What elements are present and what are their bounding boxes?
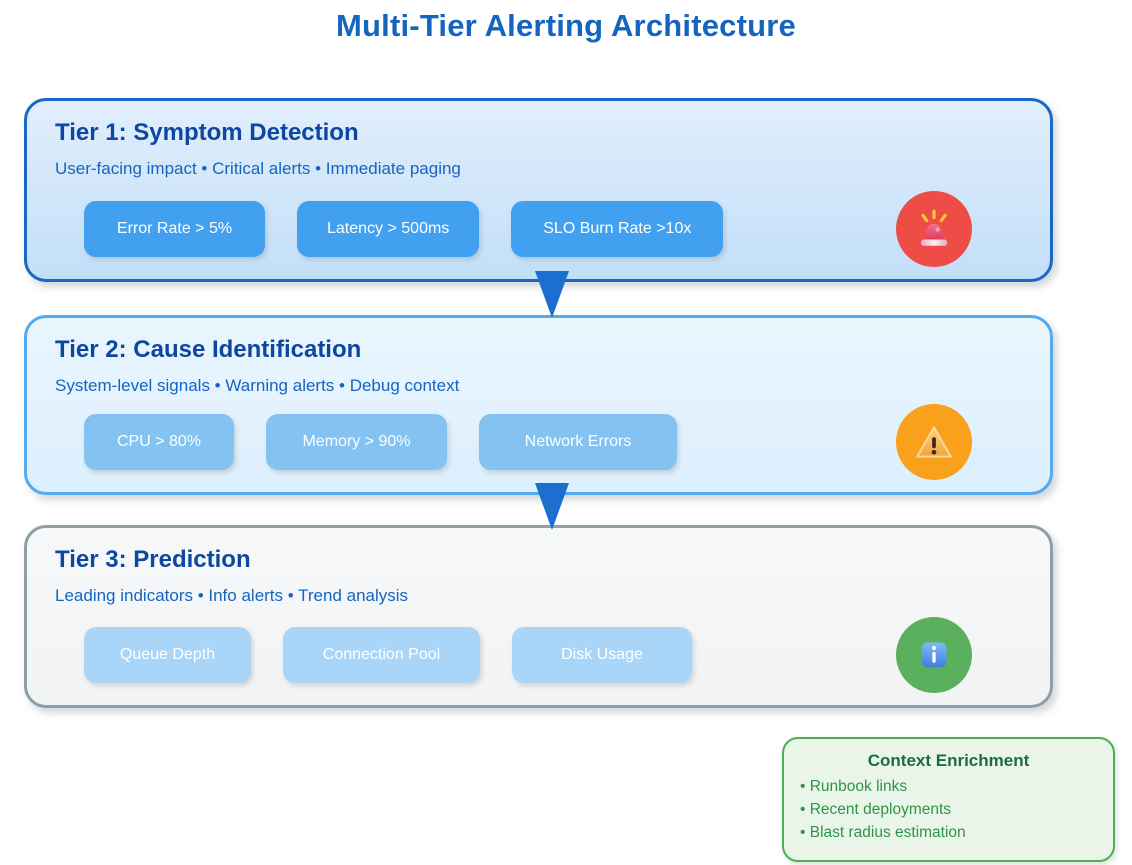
tier-2-box: Tier 2: Cause Identification System-leve… — [24, 315, 1053, 495]
tier-3-box: Tier 3: Prediction Leading indicators • … — [24, 525, 1053, 708]
tier-1-subtitle: User-facing impact • Critical alerts • I… — [55, 159, 461, 178]
down-arrow-icon — [535, 271, 569, 318]
tier-2-subtitle: System-level signals • Warning alerts • … — [55, 376, 460, 395]
tag-pill: Memory > 90% — [266, 414, 447, 470]
warning-icon — [896, 404, 972, 480]
down-arrow-icon — [535, 483, 569, 530]
tier-2-tags: CPU > 80% Memory > 90% Network Errors — [84, 414, 677, 470]
context-enrichment-list: • Runbook links • Recent deployments • B… — [784, 775, 1113, 844]
tier-3-heading: Tier 3: Prediction — [55, 546, 251, 573]
tier-1-heading: Tier 1: Symptom Detection — [55, 119, 359, 146]
context-enrichment-box: Context Enrichment • Runbook links • Rec… — [782, 737, 1115, 862]
tag-pill: Queue Depth — [84, 627, 251, 683]
context-enrichment-title: Context Enrichment — [867, 751, 1030, 770]
tag-pill: CPU > 80% — [84, 414, 234, 470]
tier-2-heading: Tier 2: Cause Identification — [55, 336, 362, 363]
tag-pill: Network Errors — [479, 414, 677, 470]
tag-pill: Disk Usage — [512, 627, 692, 683]
list-item: • Recent deployments — [800, 801, 952, 818]
tier-3-subtitle: Leading indicators • Info alerts • Trend… — [55, 586, 409, 605]
info-icon — [896, 617, 972, 693]
tier-1-tags: Error Rate > 5% Latency > 500ms SLO Burn… — [84, 201, 724, 257]
tier-1-box: Tier 1: Symptom Detection User-facing im… — [24, 98, 1053, 282]
tag-pill: SLO Burn Rate >10x — [511, 201, 724, 257]
tier-3-tags: Queue Depth Connection Pool Disk Usage — [84, 627, 692, 683]
list-item: • Runbook links — [800, 778, 908, 795]
list-item: • Blast radius estimation — [800, 824, 966, 841]
tag-pill: Error Rate > 5% — [84, 201, 265, 257]
siren-icon — [896, 191, 972, 267]
tag-pill: Latency > 500ms — [297, 201, 480, 257]
page-title: Multi-Tier Alerting Architecture — [336, 8, 796, 43]
tag-pill: Connection Pool — [283, 627, 480, 683]
